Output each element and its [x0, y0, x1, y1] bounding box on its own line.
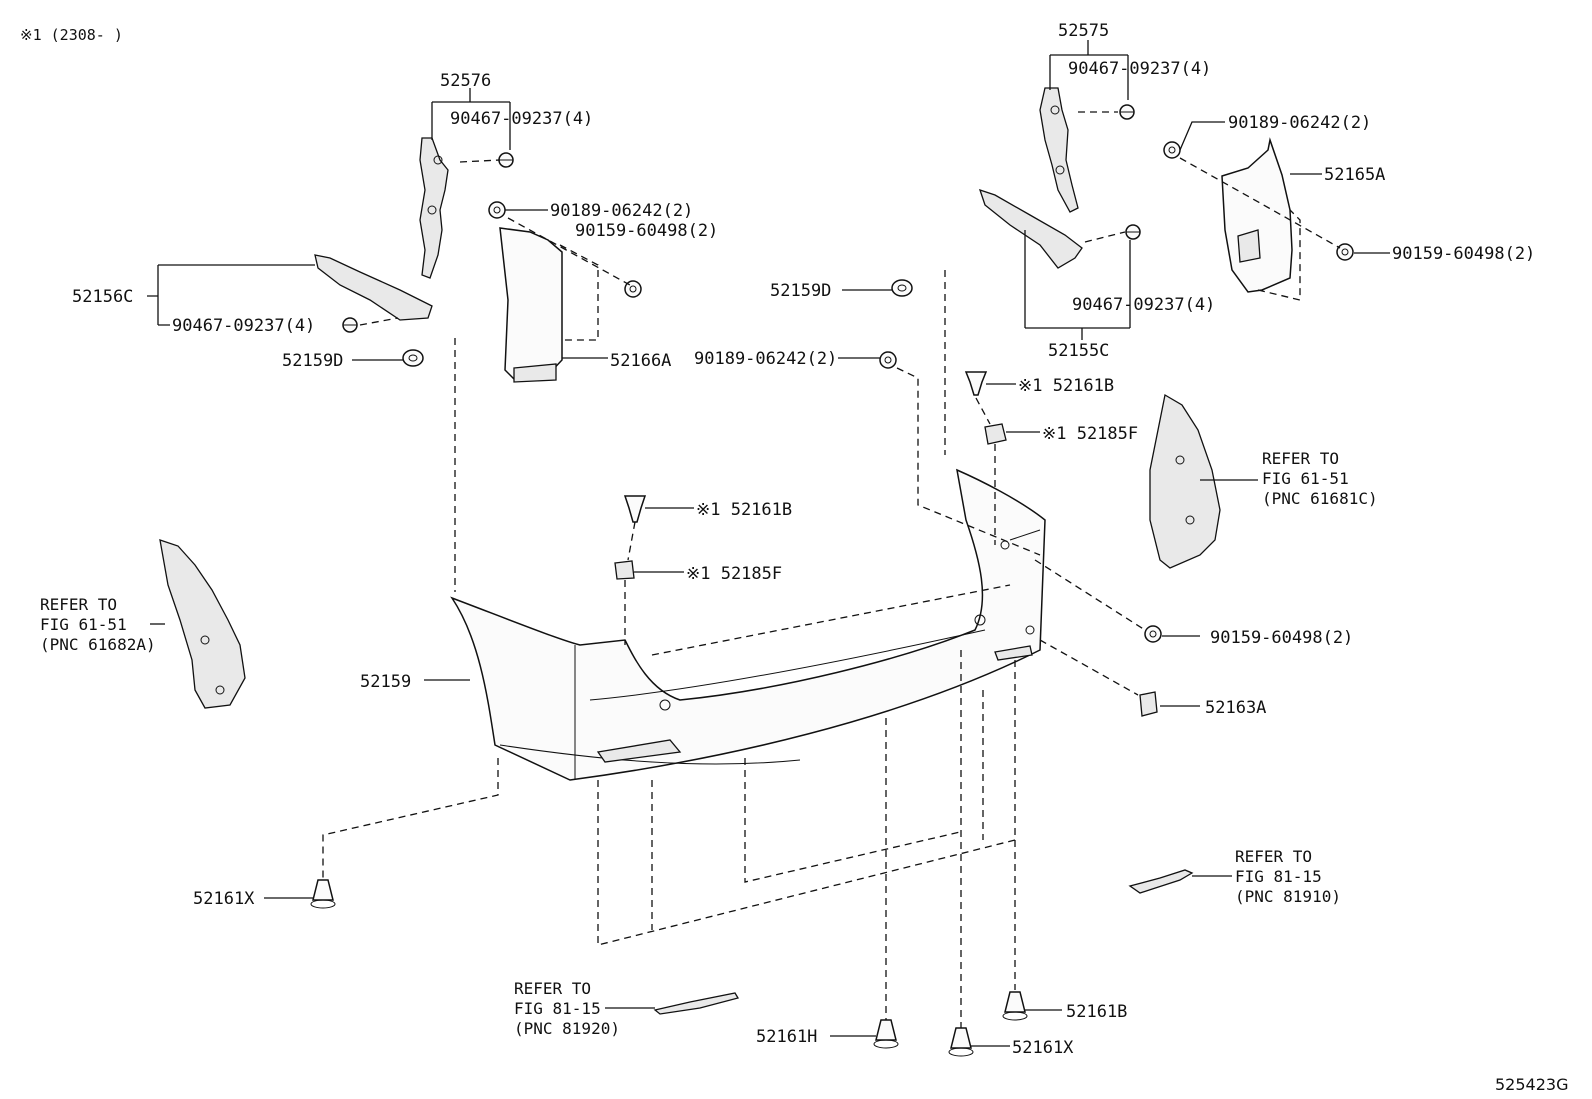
retainer-52156C [314, 254, 433, 321]
nut-52185F-left [614, 560, 635, 580]
leader-lines [147, 40, 1390, 1047]
reference-line: (PNC 61681C) [1262, 489, 1378, 508]
side-bracket-61681C [1149, 393, 1221, 569]
push-clip-icon [964, 371, 988, 396]
label-52159: 52159 [360, 672, 411, 692]
reference-line: FIG 61-51 [1262, 469, 1349, 488]
label-52161X-a: 52161X [193, 889, 255, 909]
reference-line: REFER TO [1262, 449, 1339, 468]
push-clip-icon [948, 1027, 974, 1057]
reference-line: (PNC 81910) [1235, 887, 1341, 906]
label-52161H: 52161H [756, 1027, 817, 1047]
clip-icon [891, 279, 913, 297]
reference-note-61682A: REFER TO FIG 61-51 (PNC 61682A) [40, 595, 156, 654]
label-52161X-b: 52161X [1012, 1038, 1074, 1058]
clip-icon [402, 349, 424, 367]
bracket-52575 [1039, 87, 1079, 213]
label-90189-06242-c: 90189-06242(2) [694, 349, 837, 369]
reference-note-61681C: REFER TO FIG 61-51 (PNC 61681C) [1262, 449, 1378, 508]
screw-icon [1125, 224, 1141, 240]
reference-note-81910: REFER TO FIG 81-15 (PNC 81910) [1235, 847, 1341, 906]
label-90467-09237-c: 90467-09237(4) [172, 316, 315, 336]
reflector-81920 [653, 992, 740, 1015]
reflector-81910 [1128, 869, 1194, 894]
label-90189-06242-b: 90189-06242(2) [550, 201, 693, 221]
side-bracket-61682A [159, 539, 246, 709]
reference-line: REFER TO [514, 979, 591, 998]
retainer-52155C [978, 188, 1083, 269]
label-52575: 52575 [1058, 21, 1109, 41]
label-52155C: 52155C [1048, 341, 1109, 361]
label-52166A: 52166A [610, 351, 671, 371]
figure-code: 525423G [1495, 1075, 1568, 1094]
label-90159-60498-c: 90159-60498(2) [1210, 628, 1353, 648]
reference-line: REFER TO [40, 595, 117, 614]
cap-52163A [1139, 691, 1158, 717]
bolt-icon [879, 351, 897, 369]
label-52163A: 52163A [1205, 698, 1266, 718]
reference-note-81920: REFER TO FIG 81-15 (PNC 81920) [514, 979, 620, 1038]
label-52185F-a: ※1 52185F [1042, 424, 1138, 444]
push-clip-icon [623, 495, 647, 523]
label-52161B-b: ※1 52161B [696, 500, 792, 520]
label-52185F-b: ※1 52185F [686, 564, 782, 584]
bracket-52576 [419, 137, 449, 279]
label-52165A: 52165A [1324, 165, 1385, 185]
reference-line: (PNC 81920) [514, 1019, 620, 1038]
label-52161B-c: 52161B [1066, 1002, 1127, 1022]
nut-icon [1144, 625, 1162, 643]
series-note: ※1 (2308- ) [20, 26, 123, 44]
bolt-icon [1163, 141, 1181, 159]
label-52161B-a: ※1 52161B [1018, 376, 1114, 396]
label-90467-09237-a: 90467-09237(4) [450, 109, 593, 129]
screw-icon [498, 152, 514, 168]
label-52159D-a: 52159D [282, 351, 343, 371]
label-90467-09237-d: 90467-09237(4) [1072, 295, 1215, 315]
label-52156C: 52156C [72, 287, 133, 307]
bolt-icon [488, 201, 506, 219]
label-90159-60498-a: 90159-60498(2) [575, 221, 718, 241]
push-clip-icon [310, 879, 336, 909]
push-clip-icon [1002, 991, 1028, 1021]
seal-52166A [499, 227, 563, 383]
screw-icon [1119, 104, 1135, 120]
reference-line: FIG 61-51 [40, 615, 127, 634]
reference-line: FIG 81-15 [514, 999, 601, 1018]
screw-icon [342, 317, 358, 333]
reference-line: FIG 81-15 [1235, 867, 1322, 886]
assembly-lines [322, 111, 1341, 1028]
label-90159-60498-b: 90159-60498(2) [1392, 244, 1535, 264]
label-52576: 52576 [440, 71, 491, 91]
seal-52165A [1221, 137, 1293, 293]
label-90467-09237-b: 90467-09237(4) [1068, 59, 1211, 79]
label-90189-06242-a: 90189-06242(2) [1228, 113, 1371, 133]
rear-bumper-cover [450, 468, 1046, 781]
nut-icon [1336, 243, 1354, 261]
nut-52185F-right [984, 423, 1007, 445]
label-52159D-b: 52159D [770, 281, 831, 301]
reference-line: REFER TO [1235, 847, 1312, 866]
reference-line: (PNC 61682A) [40, 635, 156, 654]
push-clip-icon [873, 1019, 899, 1049]
